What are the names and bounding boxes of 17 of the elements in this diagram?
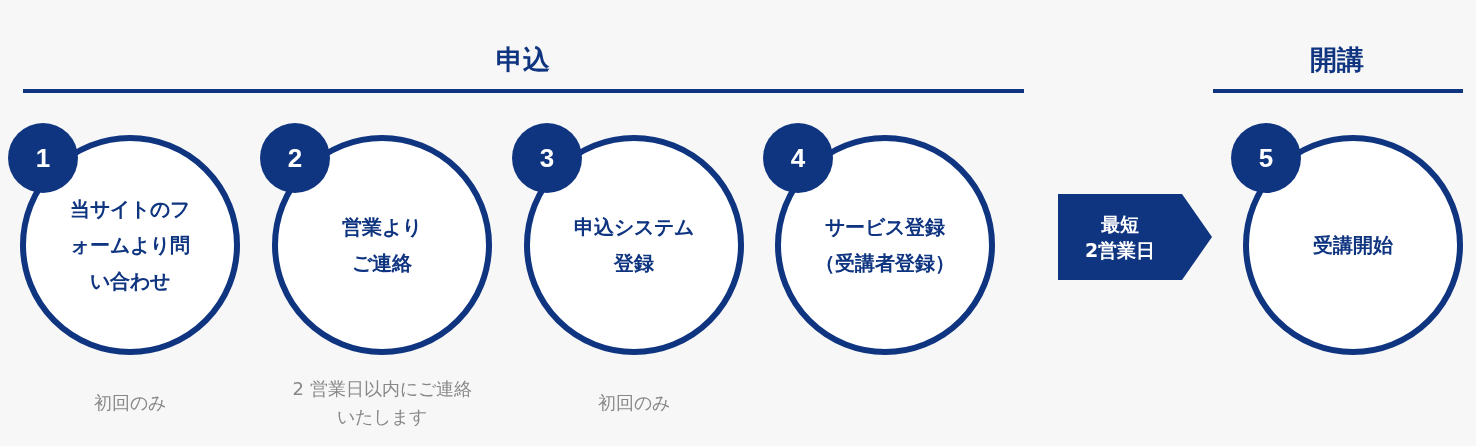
section-heading: 申込 xyxy=(496,43,550,77)
step-label: サービス登録（受講者登録） xyxy=(814,214,956,277)
chevron-label: 2営業日 xyxy=(1085,238,1156,263)
step-label: 当サイトのフォームより問い合わせ xyxy=(69,196,191,295)
step-label: 申込システム登録 xyxy=(573,214,695,277)
step-number-badge: 1 xyxy=(8,123,78,193)
step-note: 初回のみ xyxy=(93,391,167,415)
section-heading: 開講 xyxy=(1310,43,1364,77)
step-number-badge: 2 xyxy=(260,123,330,193)
step-number-badge: 4 xyxy=(763,123,833,193)
step-number-badge: 5 xyxy=(1231,123,1301,193)
step-label: 営業よりご連絡 xyxy=(341,214,423,277)
step-note: 初回のみ xyxy=(597,391,671,415)
chevron-label: 最短 xyxy=(1100,212,1141,237)
step-note: 2 営業日以内にご連絡いたします xyxy=(292,377,472,429)
step-number-badge: 3 xyxy=(512,123,582,193)
step-label: 受講開始 xyxy=(1312,232,1394,259)
